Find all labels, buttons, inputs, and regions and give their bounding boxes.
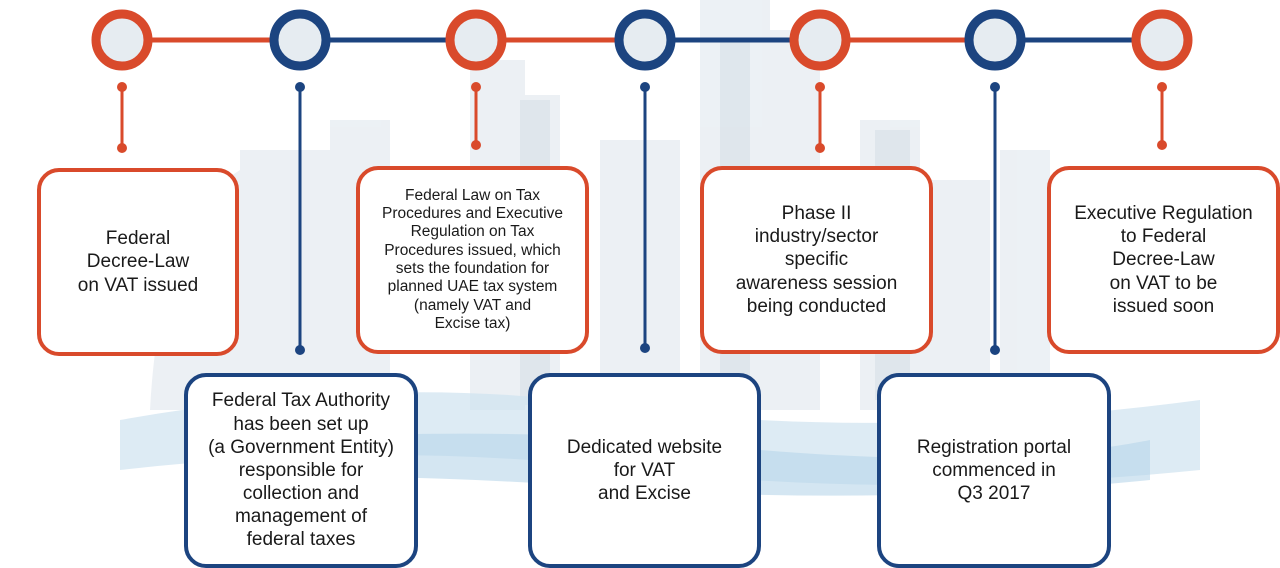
milestone-box-3: Federal Law on Tax Procedures and Execut… xyxy=(356,166,589,354)
connector-dot-bottom xyxy=(1157,140,1167,150)
milestone-box-2: Federal Tax Authority has been set up (a… xyxy=(184,373,418,568)
timeline-node xyxy=(614,9,676,71)
connector-dot-bottom xyxy=(990,345,1000,355)
milestone-box-5: Phase II industry/sector specific awaren… xyxy=(700,166,933,354)
timeline-node xyxy=(964,9,1026,71)
connector-dot-top xyxy=(471,82,481,92)
timeline-node xyxy=(1131,9,1193,71)
timeline-node xyxy=(445,9,507,71)
milestone-text: Federal Decree-Law on VAT issued xyxy=(77,228,199,296)
connector-dot-bottom xyxy=(295,345,305,355)
connector-dot-bottom xyxy=(471,140,481,150)
connector-dot-bottom xyxy=(117,143,127,153)
milestone-box-1: Federal Decree-Law on VAT issued xyxy=(37,168,239,356)
connector-dot-top xyxy=(295,82,305,92)
milestone-text: Federal Law on Tax Procedures and Execut… xyxy=(382,186,563,332)
milestone-text: Dedicated website for VAT and Excise xyxy=(566,436,723,505)
connector-dot-top xyxy=(990,82,1000,92)
milestone-text: Executive Regulation to Federal Decree-L… xyxy=(1074,203,1253,317)
connector-dot-top xyxy=(640,82,650,92)
connector-dot-top xyxy=(117,82,127,92)
milestone-text: Phase II industry/sector specific awaren… xyxy=(735,203,898,317)
connector-dot-bottom xyxy=(815,143,825,153)
milestone-box-7: Executive Regulation to Federal Decree-L… xyxy=(1047,166,1280,354)
timeline-node xyxy=(91,9,153,71)
milestone-box-4: Dedicated website for VAT and Excise xyxy=(528,373,761,568)
connector-dot-top xyxy=(1157,82,1167,92)
milestone-box-6: Registration portal commenced in Q3 2017 xyxy=(877,373,1111,568)
connector-dot-top xyxy=(815,82,825,92)
timeline-node xyxy=(269,9,331,71)
milestone-text: Federal Tax Authority has been set up (a… xyxy=(208,390,394,551)
timeline-node xyxy=(789,9,851,71)
milestone-text: Registration portal commenced in Q3 2017 xyxy=(916,436,1072,505)
connector-dot-bottom xyxy=(640,343,650,353)
